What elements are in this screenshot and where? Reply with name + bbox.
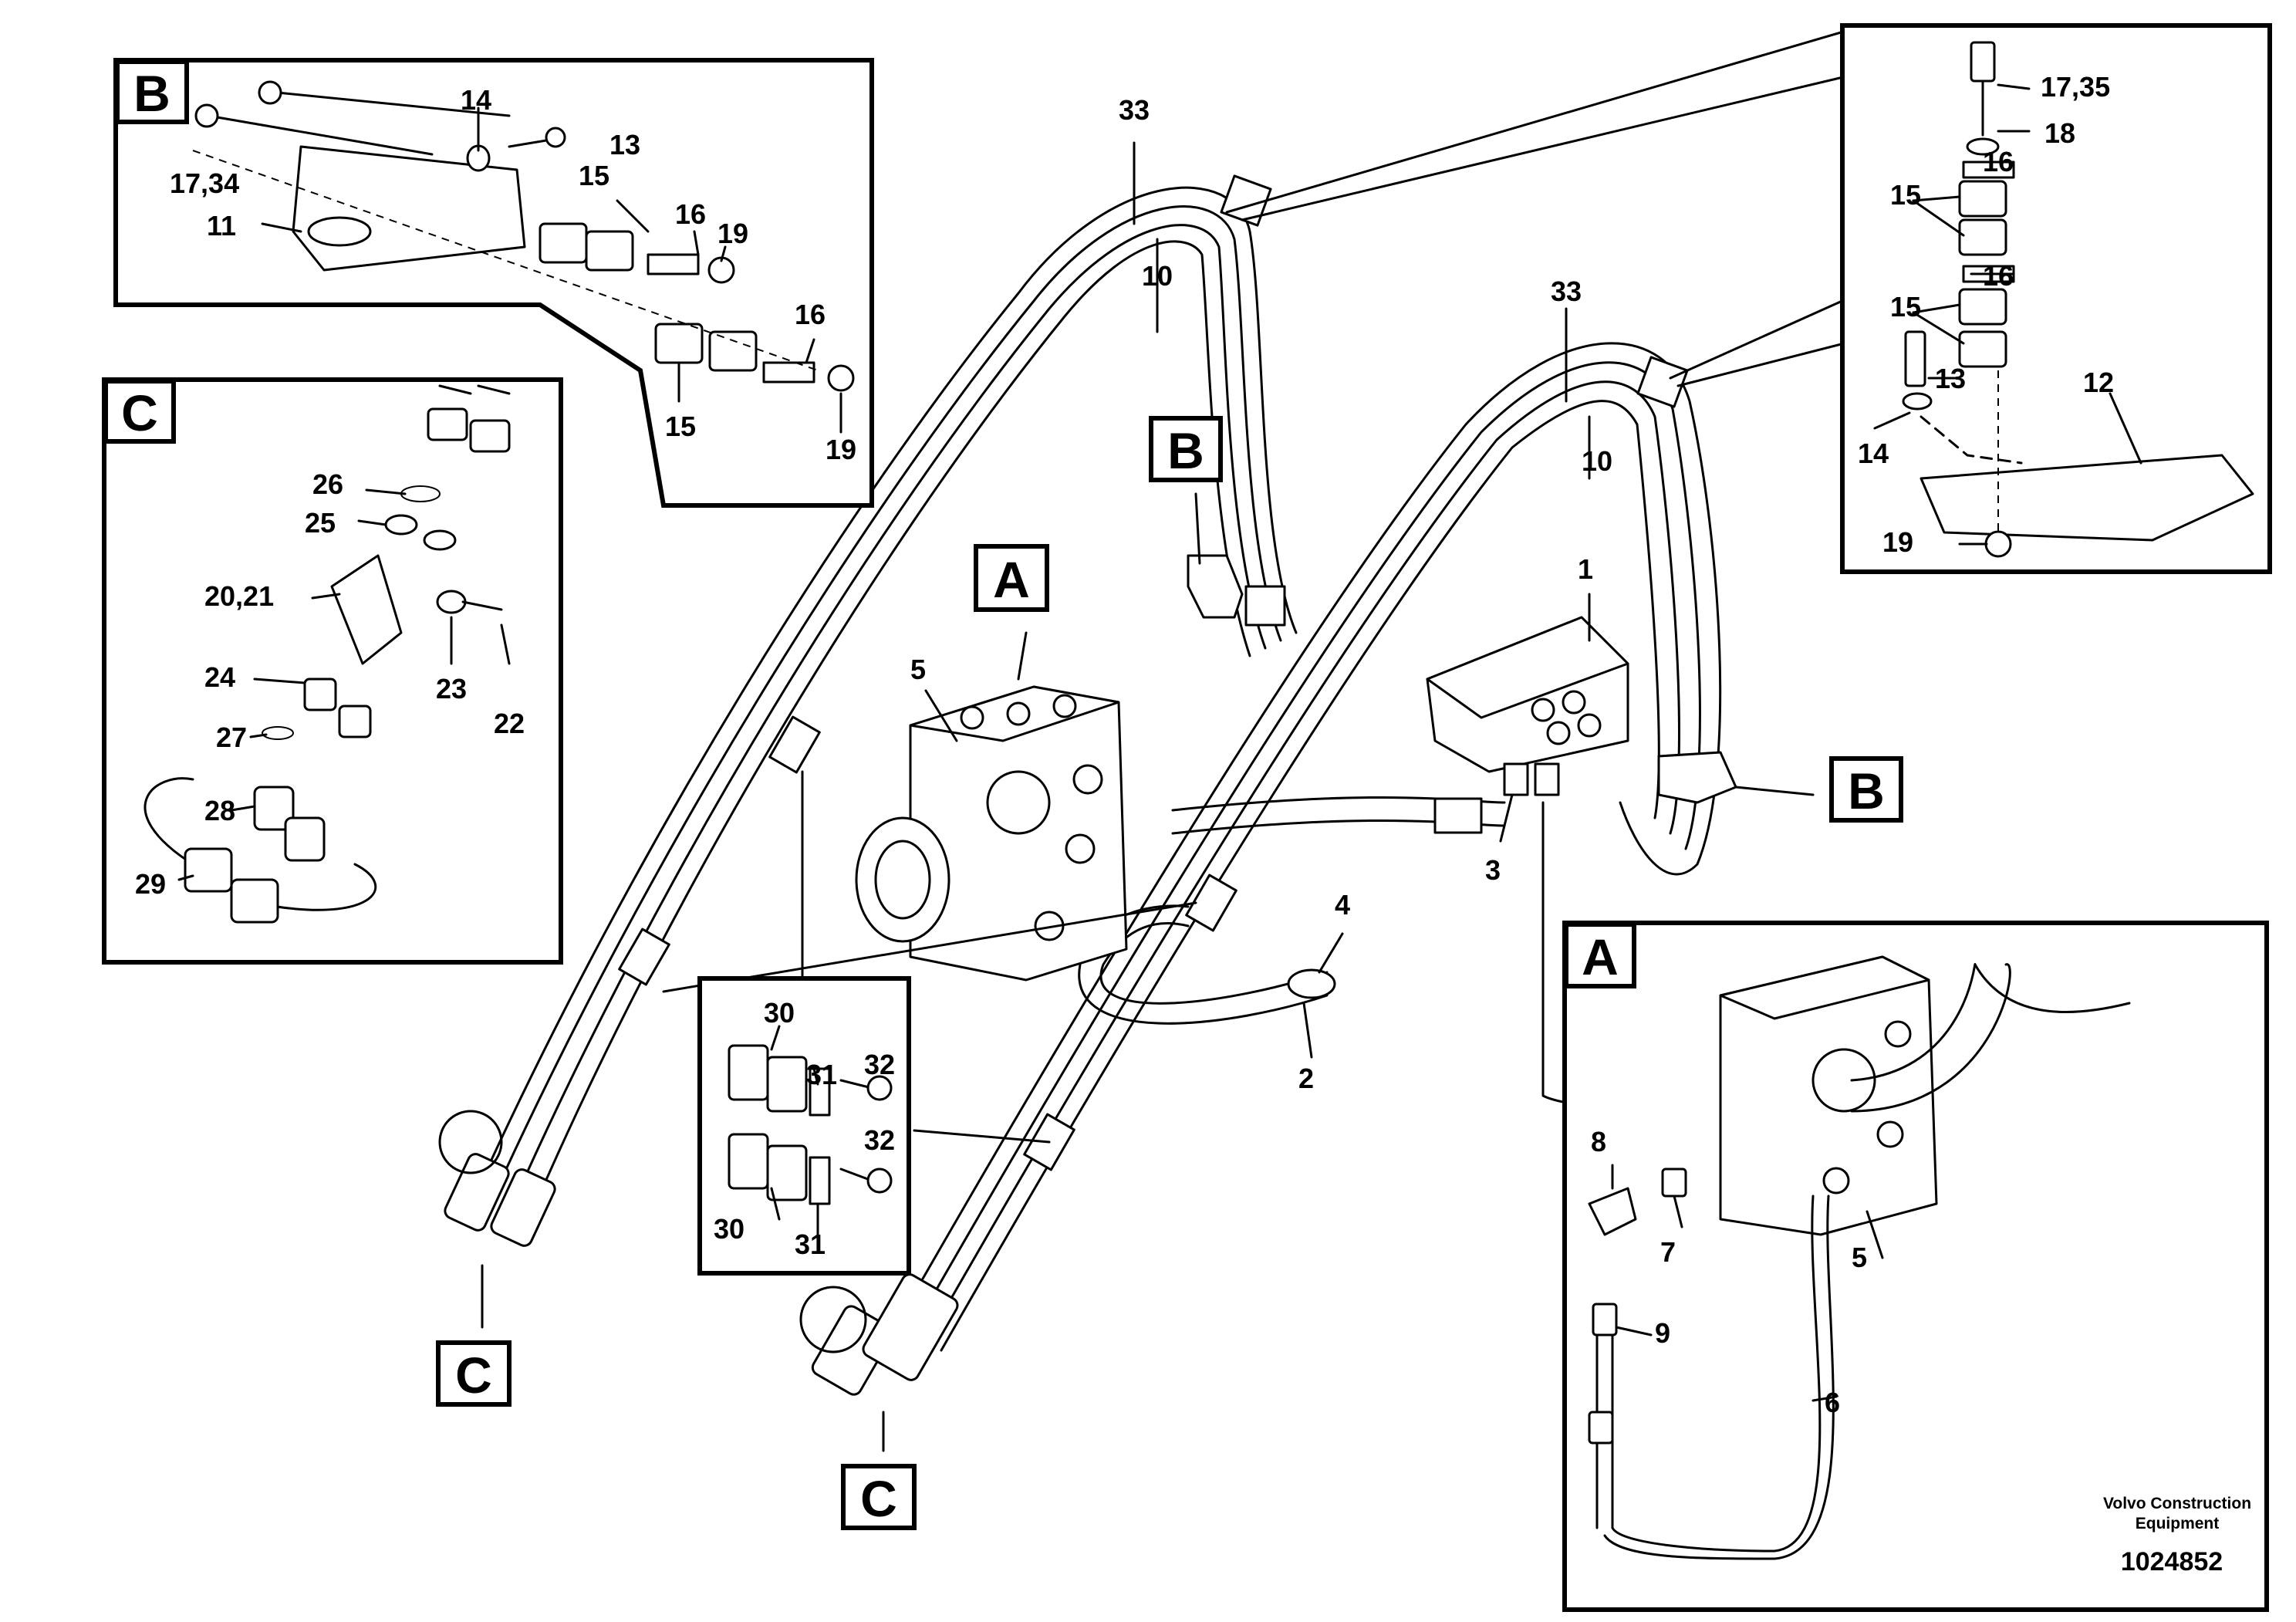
callout-b-top-left: B — [115, 59, 189, 124]
label-14-detail-b: 14 — [461, 84, 491, 116]
label-18: 18 — [2044, 117, 2075, 149]
label-5-detail: 5 — [1852, 1242, 1867, 1273]
company-name-line2: Equipment — [2136, 1515, 2220, 1532]
label-7: 7 — [1660, 1236, 1676, 1268]
quick-couplers-bottom — [799, 1273, 959, 1396]
label-8: 8 — [1591, 1126, 1606, 1157]
label-31-top: 31 — [806, 1059, 837, 1090]
drawing-number: 1024852 — [2121, 1547, 2223, 1576]
svg-text:B: B — [1848, 762, 1885, 819]
detail-clamps-30-32-panel — [697, 976, 911, 1276]
detail-c-panel — [102, 377, 563, 965]
label-19-detail-b-top: 19 — [718, 218, 748, 249]
fitting-3-body — [1433, 797, 1483, 834]
label-15-detail-b-top: 15 — [579, 160, 609, 191]
svg-text:C: C — [121, 384, 158, 441]
label-16-detail-b-top: 16 — [675, 198, 706, 230]
part-labels: 14 13 17,34 11 15 16 19 16 15 19 26 25 2… — [135, 71, 2114, 1418]
label-27: 27 — [216, 721, 247, 753]
callout-a-main: A — [974, 544, 1049, 612]
label-3: 3 — [1485, 854, 1501, 886]
callout-c-main-left: C — [436, 1340, 512, 1407]
company-name-line1: Volvo Construction — [2103, 1495, 2251, 1512]
label-29: 29 — [135, 868, 166, 900]
label-26: 26 — [312, 468, 343, 500]
detail-clamp-stack-panel — [1840, 23, 2272, 574]
label-33-right: 33 — [1551, 275, 1582, 307]
bracket-b-right — [1657, 751, 1737, 804]
callout-c-main-bottom: C — [841, 1464, 917, 1530]
label-23: 23 — [436, 673, 467, 705]
label-17-35: 17,35 — [2041, 71, 2110, 103]
label-10-left: 10 — [1142, 260, 1173, 292]
label-5-main: 5 — [910, 654, 926, 685]
label-9: 9 — [1655, 1317, 1670, 1349]
label-4: 4 — [1335, 889, 1350, 921]
label-19-detail-b-bottom: 19 — [826, 434, 856, 465]
label-15-stack-bottom: 15 — [1890, 291, 1921, 323]
hose-2 — [1078, 796, 1506, 1025]
svg-text:B: B — [133, 65, 171, 122]
label-1: 1 — [1578, 553, 1593, 585]
bracket-b-left — [1187, 554, 1244, 619]
label-31-bottom: 31 — [795, 1228, 826, 1260]
label-17-34: 17,34 — [170, 167, 239, 199]
label-33-left: 33 — [1119, 94, 1150, 126]
label-19-stack: 19 — [1882, 526, 1913, 558]
hose-clamps — [618, 174, 1737, 1171]
label-22: 22 — [494, 708, 525, 739]
pilot-valve-1 — [1426, 616, 1629, 796]
label-28: 28 — [204, 795, 235, 826]
label-32-bottom: 32 — [864, 1124, 895, 1156]
label-15-stack-top: 15 — [1890, 179, 1921, 211]
label-16-detail-b-bottom: 16 — [795, 299, 826, 330]
label-10-right: 10 — [1582, 445, 1612, 477]
seal-ring-4 — [1287, 968, 1336, 999]
label-25: 25 — [305, 507, 336, 539]
svg-text:A: A — [1582, 928, 1619, 985]
label-11: 11 — [207, 210, 236, 242]
label-13-detail-b: 13 — [609, 129, 640, 161]
svg-text:A: A — [993, 551, 1030, 608]
callout-c-left-panel: C — [103, 379, 176, 444]
label-6: 6 — [1825, 1387, 1840, 1418]
label-12: 12 — [2083, 367, 2114, 398]
callout-b-main-right: B — [1829, 756, 1903, 823]
svg-text:C: C — [455, 1347, 492, 1404]
detail-b-panel — [113, 58, 874, 508]
hose-loop-right — [893, 342, 1722, 1352]
quick-couplers-left — [438, 1110, 556, 1247]
svg-text:B: B — [1167, 422, 1204, 479]
label-30-bottom: 30 — [714, 1213, 745, 1245]
label-32-top: 32 — [864, 1049, 895, 1080]
callout-a-detail: A — [1564, 922, 1636, 988]
label-15-detail-b-bottom: 15 — [665, 411, 696, 442]
control-valve-5 — [855, 685, 1128, 982]
label-16-stack-top: 16 — [1983, 146, 2014, 177]
detail-a-panel — [1562, 921, 2269, 1612]
label-14-stack: 14 — [1858, 438, 1889, 469]
footer-credit: Volvo Construction Equipment 1024852 — [2103, 1495, 2251, 1576]
label-2: 2 — [1298, 1063, 1314, 1094]
callout-b-main-left: B — [1149, 416, 1223, 482]
label-16-stack-bottom: 16 — [1983, 260, 2014, 292]
svg-text:C: C — [860, 1470, 897, 1527]
label-24: 24 — [204, 661, 235, 693]
label-13-stack: 13 — [1935, 363, 1966, 394]
label-20-21: 20,21 — [204, 580, 274, 612]
label-30-top: 30 — [764, 997, 795, 1029]
